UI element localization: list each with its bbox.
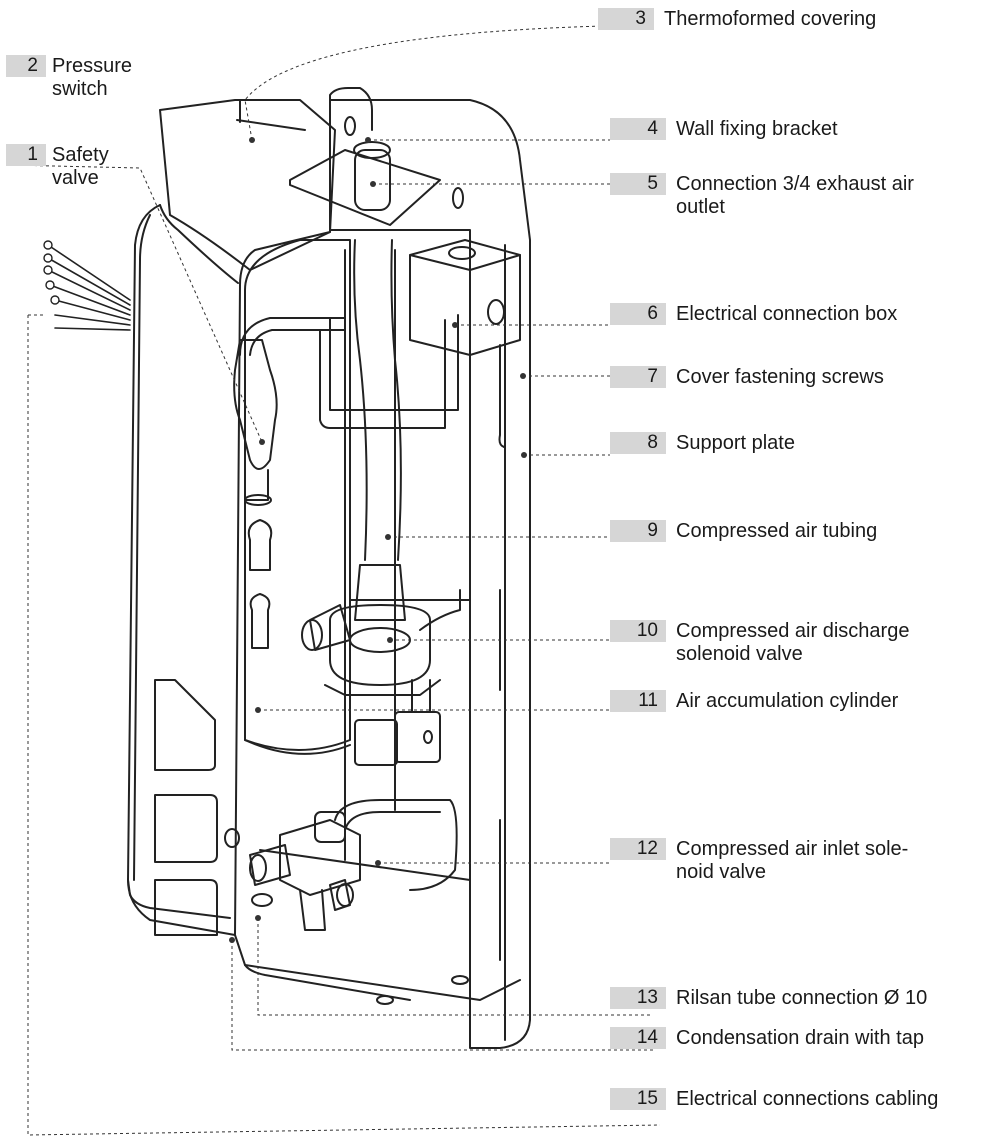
electrical-box bbox=[409, 239, 521, 356]
compressed-air-tube bbox=[353, 239, 368, 561]
label-text: Air accumulation cylinder bbox=[676, 690, 899, 712]
label-text: Support plate bbox=[676, 432, 795, 454]
label-number: 3 bbox=[598, 8, 654, 30]
label-text: Connection 3/4 exhaust air outlet bbox=[676, 173, 914, 218]
wall-bracket bbox=[329, 87, 373, 131]
label-number: 8 bbox=[610, 432, 666, 454]
label-number: 11 bbox=[610, 690, 666, 712]
cover-front bbox=[127, 204, 331, 936]
label-number: 4 bbox=[610, 118, 666, 140]
label-text: Rilsan tube connection Ø 10 bbox=[676, 987, 928, 1009]
label-text: Thermoformed covering bbox=[664, 8, 877, 30]
label-text: Compressed air tubing bbox=[676, 520, 878, 542]
label-9: 9 Compressed air tubing bbox=[610, 520, 877, 543]
label-number: 13 bbox=[610, 987, 666, 1009]
base-plate bbox=[244, 964, 521, 1001]
label-number: 5 bbox=[610, 173, 666, 195]
label-number: 10 bbox=[610, 620, 666, 642]
label-text: Condensation drain with tap bbox=[676, 1027, 924, 1049]
label-text: Safety valve bbox=[52, 144, 109, 189]
inlet-valve bbox=[279, 819, 361, 896]
cover-top bbox=[159, 99, 336, 271]
label-4: 4 Wall fixing bracket bbox=[610, 118, 838, 141]
label-5: 5 Connection 3/4 exhaust air outlet bbox=[610, 173, 914, 219]
discharge-valve bbox=[354, 564, 406, 621]
label-1: 1 Safety valve bbox=[6, 144, 109, 190]
label-number: 12 bbox=[610, 838, 666, 860]
air-cylinder bbox=[244, 239, 351, 751]
label-2: 2 Pressure switch bbox=[6, 55, 132, 101]
label-text: Cover fastening screws bbox=[676, 366, 884, 388]
label-number: 2 bbox=[6, 55, 46, 77]
label-number: 15 bbox=[610, 1088, 666, 1110]
label-number: 1 bbox=[6, 144, 46, 166]
exhaust-plate bbox=[289, 149, 441, 226]
label-13: 13 Rilsan tube connection Ø 10 bbox=[610, 987, 927, 1010]
label-3: 3 Thermoformed covering bbox=[598, 8, 876, 31]
label-text: Compressed air discharge solenoid valve bbox=[676, 620, 910, 665]
label-text: Pressure switch bbox=[52, 55, 133, 100]
label-15: 15 Electrical connections cabling bbox=[610, 1088, 938, 1111]
label-10: 10 Compressed air discharge solenoid val… bbox=[610, 620, 909, 666]
label-text: Electrical connection box bbox=[676, 303, 898, 325]
cables bbox=[47, 244, 131, 331]
label-number: 7 bbox=[610, 366, 666, 388]
label-11: 11 Air accumulation cylinder bbox=[610, 690, 898, 713]
label-7: 7 Cover fastening screws bbox=[610, 366, 884, 389]
label-14: 14 Condensation drain with tap bbox=[610, 1027, 924, 1050]
inlet-pipe bbox=[334, 799, 458, 891]
support-plate-outline bbox=[329, 99, 531, 1049]
label-8: 8 Support plate bbox=[610, 432, 795, 455]
label-12: 12 Compressed air inlet sole- noid valve bbox=[610, 838, 908, 884]
leader-lines bbox=[9, 24, 661, 1136]
label-number: 9 bbox=[610, 520, 666, 542]
label-text: Wall fixing bracket bbox=[676, 118, 838, 140]
label-text: Electrical connections cabling bbox=[676, 1088, 939, 1110]
pipe-loop bbox=[239, 317, 346, 356]
label-number: 6 bbox=[610, 303, 666, 325]
pressure-switch bbox=[233, 339, 278, 470]
label-6: 6 Electrical connection box bbox=[610, 303, 897, 326]
label-text: Compressed air inlet sole- noid valve bbox=[676, 838, 909, 883]
label-number: 14 bbox=[610, 1027, 666, 1049]
